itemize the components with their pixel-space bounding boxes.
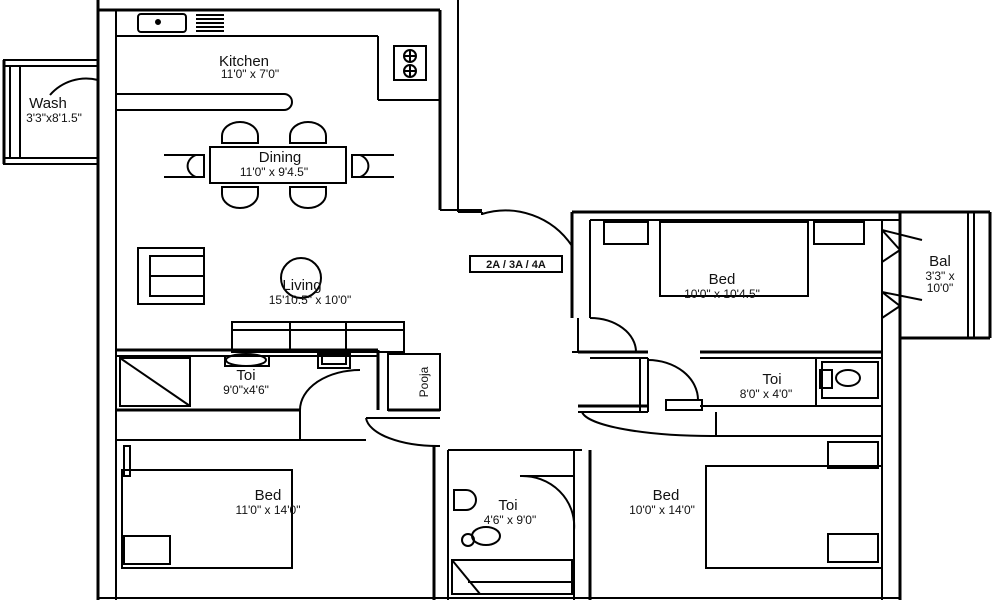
master-toilet-walls [578, 358, 882, 413]
left-bed-label: Bed [255, 487, 282, 504]
middle-toilet-dim: 4'6" x 9'0" [484, 513, 536, 527]
kitchen-dim: 11'0" x 7'0" [221, 67, 279, 81]
balcony-dim-1: 3'3" x [925, 269, 954, 283]
common-toilet-dim: 9'0"x4'6" [223, 383, 269, 397]
bottom-bed-walls [116, 411, 883, 600]
middle-toilet-label: Toi [498, 497, 517, 514]
right-bed-label: Bed [653, 487, 680, 504]
unit-tag-box [469, 255, 563, 273]
entry-door [481, 209, 573, 250]
balcony-label: Bal [929, 253, 951, 270]
dining-label: Dining [259, 149, 302, 166]
pooja-label: Pooja [417, 366, 431, 397]
master-toilet-dim: 8'0" x 4'0" [740, 387, 792, 401]
kitchen-counter [116, 13, 440, 101]
dining-dim: 11'0" x 9'4.5" [240, 165, 308, 179]
left-bed-dim: 11'0" x 14'0" [236, 503, 301, 517]
right-bed-dim: 10'0" x 14'0" [629, 503, 695, 517]
living-sofa [137, 247, 405, 353]
outer-walls [96, 0, 992, 600]
living-label: Living [282, 277, 321, 294]
common-toilet-label: Toi [236, 367, 255, 384]
balcony-dim-2: 10'0" [927, 281, 954, 295]
wash-area-walls [2, 59, 99, 165]
balcony-walls [881, 211, 990, 340]
master-bed-walls [570, 212, 882, 359]
unit-tag: 2A / 3A / 4A [486, 259, 546, 271]
wash-label: Wash [29, 95, 67, 112]
master-bed-label: Bed [709, 271, 736, 288]
master-toilet-label: Toi [762, 371, 781, 388]
kitchen-label: Kitchen [219, 53, 269, 70]
master-bed-dim: 10'0" x 10'4.5" [684, 287, 760, 301]
kitchen-divider [116, 93, 293, 111]
common-toilet-walls [116, 348, 441, 440]
living-dim: 15'10.5" x 10'0" [269, 293, 352, 307]
dining-table [164, 121, 394, 209]
wash-dim: 3'3"x8'1.5" [26, 111, 82, 125]
